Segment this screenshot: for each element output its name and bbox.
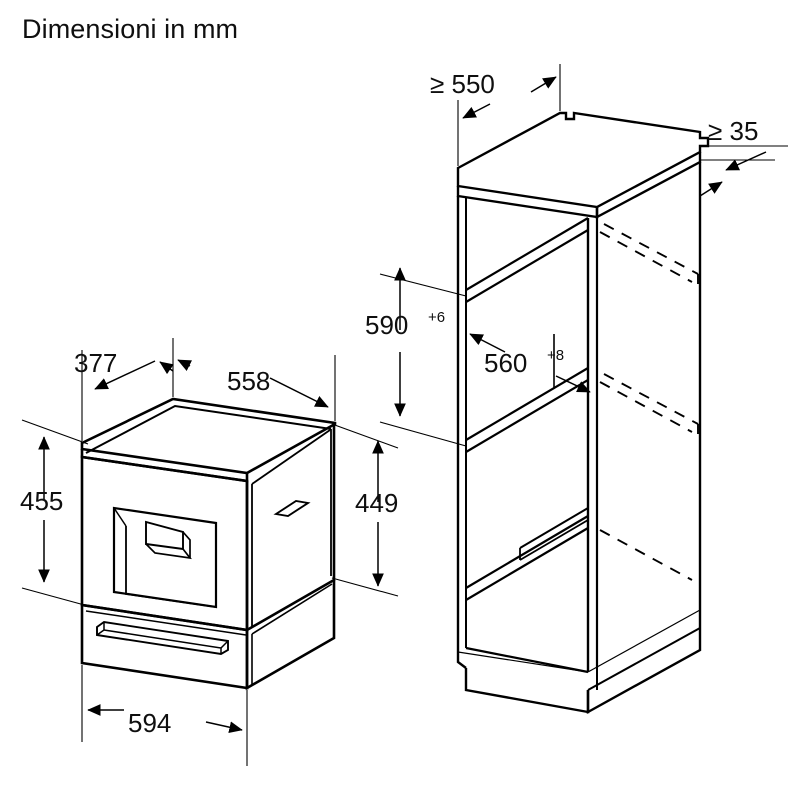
dim-label-560: 560	[484, 348, 527, 378]
hidden-shelf-edges-lower	[599, 529, 693, 581]
arrow-560-left	[469, 333, 506, 353]
drawer-right-side	[245, 580, 336, 691]
cabinet-body	[456, 111, 710, 715]
dim-label-590: 590	[365, 310, 408, 340]
right-side-face	[245, 424, 336, 633]
side-handle-slot	[273, 500, 311, 517]
shelf-middle-front-face	[465, 379, 589, 453]
dim-label-min-35: ≥ 35	[708, 116, 758, 146]
shelf-middle-top	[465, 367, 589, 441]
shelf-upper-front-face	[465, 229, 589, 303]
arrow-560-right	[555, 375, 591, 393]
arrow-35-left	[725, 151, 767, 171]
arrow-35-right	[699, 181, 723, 197]
dim-label-min-550: ≥ 550	[430, 69, 495, 99]
cabinet-dimension-arrows	[394, 76, 767, 417]
dim-label-594: 594	[128, 708, 171, 738]
dim-label-560-tolerance: +8	[547, 347, 564, 364]
dispenser-spout-base	[145, 543, 192, 560]
drawer-handle-endcap-right	[220, 640, 229, 649]
cabinet-top-right-face	[595, 152, 702, 220]
dim-label-455: 455	[20, 486, 63, 516]
drawer-right-top-crease	[251, 583, 333, 635]
arrow-550-left	[462, 103, 491, 119]
dim-label-449: 449	[355, 488, 398, 518]
dim-label-590-tolerance: +6	[428, 309, 445, 326]
dimension-labels: 377 558 455 449 594 ≥ 550 ≥ 35 590 +6 56…	[20, 69, 758, 738]
dispenser-spout	[145, 520, 184, 551]
shelf-upper-top-left	[465, 217, 589, 291]
arrow-377-right	[159, 361, 174, 375]
cabinet-floor-edge	[457, 651, 589, 673]
shelf-lower-front-face	[465, 527, 589, 601]
arrow-558-left	[177, 359, 193, 371]
right-side-top-crease	[251, 429, 331, 485]
right-panel-bottom-edge	[587, 609, 701, 673]
dim-label-590-group: 590 +6	[365, 309, 445, 340]
hidden-shelf-edges-upper	[599, 223, 699, 284]
top-panel-crease	[85, 404, 332, 454]
appliance-extension-lines	[21, 338, 399, 766]
dispenser-recess-depth	[125, 526, 217, 608]
shelf-lower-back-face	[519, 519, 589, 561]
page-title: Dimensioni in mm	[22, 14, 239, 44]
dispenser-spout-side	[182, 531, 191, 558]
dispenser-recess-corner	[113, 507, 127, 527]
coffee-machine-body	[80, 397, 337, 691]
arrow-594-right	[205, 721, 243, 734]
drawer-top-crease	[85, 610, 247, 636]
arrow-558-right	[269, 377, 329, 408]
arrow-377-left	[94, 360, 156, 390]
cabinet-plinth-top-right	[587, 627, 701, 691]
cabinet-top-front-face	[456, 186, 599, 219]
cabinet-floor-front	[465, 646, 589, 674]
dispenser-recess	[112, 506, 218, 609]
cabinet-top-panel	[456, 111, 710, 209]
shelf-lower-top	[465, 515, 589, 589]
appliance-dimension-arrows	[38, 359, 384, 734]
shelf-lower-back-edge	[519, 507, 589, 549]
dim-label-377: 377	[74, 348, 117, 378]
hidden-shelf-edges-middle	[599, 373, 699, 434]
left-panel-foot	[456, 652, 467, 669]
dim-label-558: 558	[227, 366, 270, 396]
dim-label-560-group: 560 +8	[484, 347, 564, 378]
front-face	[80, 455, 249, 632]
arrow-550-right	[530, 76, 557, 93]
cabinet-plinth-right	[586, 628, 702, 715]
cabinet-plinth-front	[464, 668, 590, 714]
drawer-handle	[96, 621, 229, 655]
